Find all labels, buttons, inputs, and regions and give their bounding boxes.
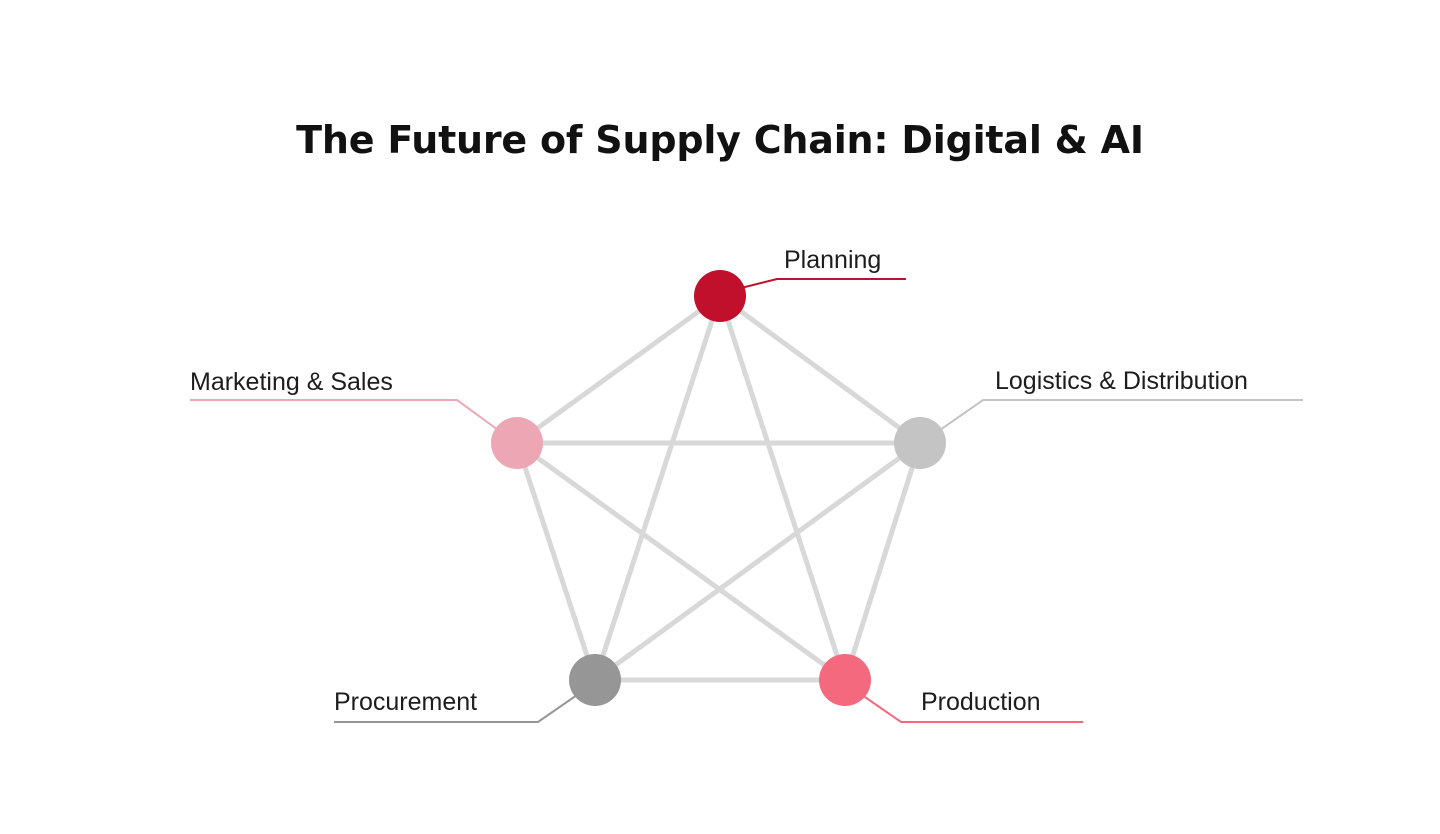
- node-logistics[interactable]: [894, 417, 946, 469]
- edge-logistics-production: [842, 440, 923, 683]
- leader-line-logistics: [939, 399, 1303, 431]
- edge-logistics-procurement: [592, 440, 923, 683]
- edge-planning-logistics: [717, 293, 923, 446]
- leader-line-production: [861, 694, 1083, 723]
- edge-marketing-planning: [514, 293, 723, 446]
- page-title: The Future of Supply Chain: Digital & AI: [296, 118, 1144, 162]
- nodes-group: [491, 270, 946, 706]
- node-label-logistics: Logistics & Distribution: [995, 367, 1248, 395]
- node-marketing[interactable]: [491, 417, 543, 469]
- node-label-planning: Planning: [784, 246, 882, 274]
- node-production[interactable]: [819, 654, 871, 706]
- edge-procurement-marketing: [514, 440, 598, 683]
- leader-line-procurement: [334, 694, 578, 723]
- node-label-procurement: Procurement: [334, 688, 478, 716]
- leader-line-marketing: [190, 399, 499, 431]
- edges-group: [514, 293, 923, 683]
- edge-planning-production: [717, 293, 848, 683]
- leader-lines-group: [190, 278, 1303, 723]
- edge-planning-procurement: [592, 293, 723, 683]
- node-label-production: Production: [921, 688, 1041, 716]
- edge-production-marketing: [514, 440, 848, 683]
- node-label-marketing: Marketing & Sales: [190, 368, 393, 396]
- node-procurement[interactable]: [569, 654, 621, 706]
- leader-line-planning: [740, 278, 906, 289]
- node-planning[interactable]: [694, 270, 746, 322]
